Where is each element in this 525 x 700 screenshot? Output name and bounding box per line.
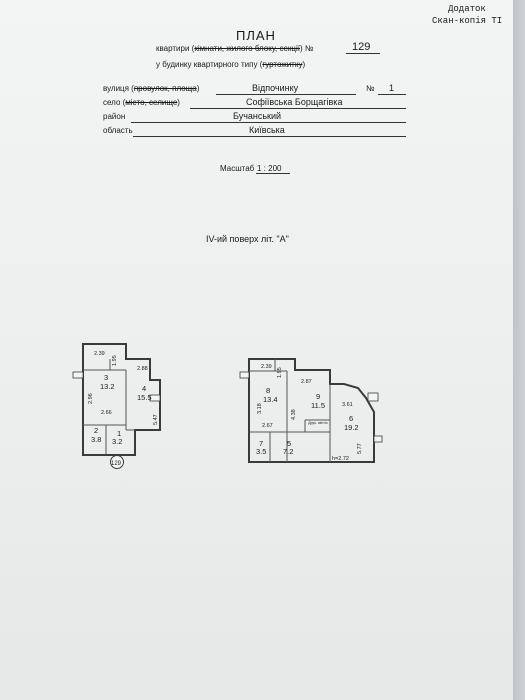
dim-label: 3.18 xyxy=(257,403,263,414)
window xyxy=(367,392,379,402)
scan-copy-label: Скан-копія ТІ xyxy=(432,16,503,26)
room-area: 11.5 xyxy=(311,401,325,410)
region-value: Київська xyxy=(249,125,285,135)
scale-label: Масштаб xyxy=(220,164,255,173)
scale-value: 1 : 200 xyxy=(257,164,282,173)
apartment-marker-label: 129 xyxy=(111,461,122,467)
shaft-label: Друк. світло xyxy=(308,421,328,425)
district-label: район xyxy=(103,112,126,121)
room-number: 3 xyxy=(104,373,108,382)
street-value: Відпочинку xyxy=(252,83,299,93)
house-value: 1 xyxy=(389,83,395,93)
room-area: 19.2 xyxy=(344,423,359,432)
window xyxy=(149,394,161,402)
region-line xyxy=(133,136,406,137)
room-number: 6 xyxy=(349,414,353,423)
apartment-marker xyxy=(110,455,124,469)
house-label: № xyxy=(366,84,375,93)
title-line-2: у будинку квартирного типу (гуртожитку) xyxy=(156,60,306,69)
room-number: 2 xyxy=(94,426,98,435)
plan-right-outline xyxy=(248,358,375,463)
room-number: 5 xyxy=(287,439,291,448)
apartment-number: 129 xyxy=(352,41,371,53)
dim-label: 3.61 xyxy=(342,402,353,408)
window xyxy=(373,435,383,443)
street-line xyxy=(216,94,356,95)
dim-label: h=2.72 xyxy=(332,456,349,462)
region-label: область xyxy=(103,126,133,135)
page-edge xyxy=(513,0,525,700)
district-line xyxy=(131,122,406,123)
dim-label: 2.88 xyxy=(137,366,148,372)
dim-label: 2.87 xyxy=(301,379,312,385)
village-value: Софіївська Борщагівка xyxy=(246,97,343,107)
page-title: ПЛАН xyxy=(236,28,276,43)
room-area: 3.8 xyxy=(91,435,101,444)
floor-caption: IV-ий поверх літ. "А" xyxy=(206,234,289,244)
apartment-number-underline xyxy=(346,53,380,54)
title-line-1: квартири (кімнати, жилого блоку, секції)… xyxy=(156,44,314,53)
district-value: Бучанський xyxy=(233,111,282,121)
dim-label: 1.95 xyxy=(277,367,283,378)
room-area: 13.2 xyxy=(100,382,115,391)
dim-label: 1.95 xyxy=(112,355,118,366)
room-area: 13.4 xyxy=(263,395,278,404)
room-area: 3.5 xyxy=(256,447,266,456)
dim-label: 5.77 xyxy=(357,443,363,454)
dim-label: 2.39 xyxy=(94,351,105,357)
scale-underline xyxy=(256,173,290,174)
house-line xyxy=(378,94,406,95)
room-number: 7 xyxy=(259,439,263,448)
dim-label: 2.67 xyxy=(262,423,273,429)
dim-label: 2.39 xyxy=(261,364,272,370)
window xyxy=(72,371,84,379)
dim-label: 5.47 xyxy=(153,414,159,425)
dim-label: 2.96 xyxy=(88,393,94,404)
room-number: 8 xyxy=(266,386,270,395)
street-label: вулиця (провулок, площа) xyxy=(103,84,200,93)
room-number: 4 xyxy=(142,384,146,393)
room-area: 3.2 xyxy=(112,437,122,446)
window xyxy=(239,371,250,379)
room-number: 9 xyxy=(316,392,320,401)
dim-label: 4.38 xyxy=(291,409,297,420)
room-area: 7.2 xyxy=(283,447,293,456)
room-number: 1 xyxy=(117,429,121,438)
room-area: 15.5 xyxy=(137,393,152,402)
village-label: село (місто, селище) xyxy=(103,98,180,107)
village-line xyxy=(190,108,406,109)
dim-label: 2.66 xyxy=(101,410,112,416)
appendix-label: Додаток xyxy=(448,4,486,14)
